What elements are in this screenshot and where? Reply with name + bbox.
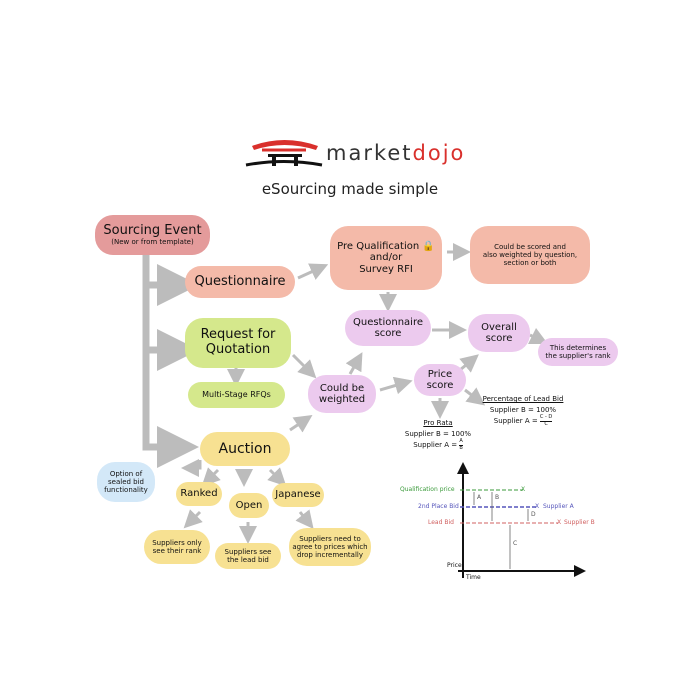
japanese-node: Japanese xyxy=(272,483,324,507)
multi-stage-rfq-node: Multi-Stage RFQs xyxy=(188,382,285,408)
sourcing-event-node: Sourcing Event (New or from template) xyxy=(95,215,210,255)
questionnaire-node: Questionnaire xyxy=(185,266,295,298)
trunk-arrow xyxy=(142,255,199,468)
lock-icon: 🔒 xyxy=(422,240,435,252)
logo: marketdojo xyxy=(244,136,474,170)
tagline: eSourcing made simple xyxy=(261,180,439,198)
brand-market: market xyxy=(326,141,413,165)
open-node: Open xyxy=(229,493,269,518)
pct-lead-bid-text: Percentage of Lead Bid Supplier B = 100%… xyxy=(482,395,564,427)
pro-rata-text: Pro Rata Supplier B = 100% Supplier A = … xyxy=(404,419,472,451)
pre-qualification-node: Pre Qualification 🔒 and/or Survey RFI xyxy=(330,226,442,290)
dojo-gate-icon xyxy=(245,140,323,167)
bid-graph xyxy=(457,462,586,578)
auction-node: Auction xyxy=(200,432,290,466)
ranked-node: Ranked xyxy=(176,482,222,506)
brand-dojo: dojo xyxy=(412,141,466,165)
